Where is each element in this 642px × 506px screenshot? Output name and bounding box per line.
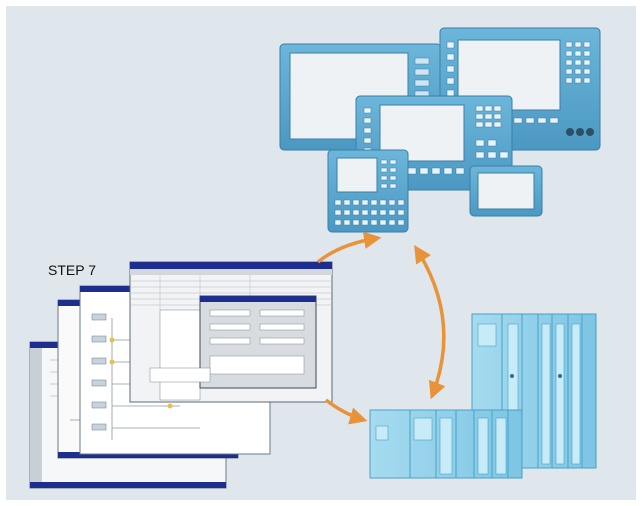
- connection-arrows: [316, 231, 446, 425]
- step7-label: STEP 7: [48, 262, 96, 278]
- arrow-software-to-plc: [324, 398, 368, 425]
- plc-rack-tall: [471, 313, 597, 469]
- plc-rack-short: [369, 409, 523, 479]
- dialog-window: [199, 295, 317, 389]
- software-windows: [29, 261, 333, 489]
- hmi-panel-touch: [469, 165, 543, 217]
- software-window-front: [129, 261, 333, 403]
- hmi-panels: [279, 27, 601, 233]
- arrow-software-to-hmi: [316, 231, 382, 264]
- plc-hardware: [369, 313, 597, 479]
- arrow-hmi-plc: [414, 245, 446, 400]
- hmi-panel-keypad: [327, 149, 409, 233]
